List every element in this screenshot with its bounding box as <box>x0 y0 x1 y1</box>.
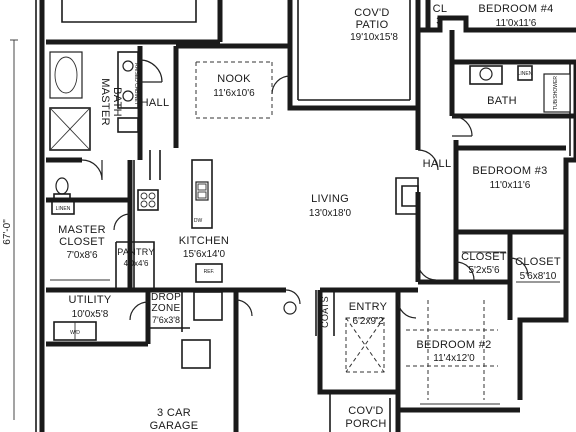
entry-name: ENTRY <box>349 301 388 313</box>
bathtub <box>543 73 571 113</box>
master-closet-name-1: MASTER <box>58 224 106 236</box>
drop-zone-dims: 7'6x3'8 <box>152 315 180 325</box>
garage-name-2: GARAGE <box>150 420 199 432</box>
shower <box>49 107 91 151</box>
fixtures <box>10 39 571 420</box>
bedroom4-name: BEDROOM #4 <box>478 3 553 15</box>
washer-dryer-label: W/D <box>70 330 80 336</box>
bedroom3-dims: 11'0x11'6 <box>490 180 531 191</box>
kitchen-name: KITCHEN <box>179 235 229 247</box>
utility-name: UTILITY <box>68 294 111 306</box>
utility-dims: 10'0x5'8 <box>72 309 109 320</box>
toilet-icon <box>55 177 69 195</box>
exterior-walls <box>35 0 576 432</box>
bedroom2-name: BEDROOM #2 <box>416 339 491 351</box>
raised-cabinet-label: RAISED CABINET <box>133 63 139 105</box>
linen-label-2: LINEN <box>518 71 533 77</box>
refrigerator <box>195 263 223 283</box>
nook-name: NOOK <box>217 73 251 85</box>
porch-name-1: COV'D <box>348 405 383 417</box>
range <box>137 189 159 211</box>
overall-dimension: 67'-0" <box>2 219 13 245</box>
dw-label: DW <box>194 218 203 224</box>
fireplace <box>395 177 419 215</box>
bedroom3-name: BEDROOM #3 <box>472 165 547 177</box>
kitchen-island <box>191 159 213 229</box>
closet-a-dims: 5'2x5'6 <box>468 265 500 276</box>
sink-icon <box>122 60 134 72</box>
bedroom2-dims: 11'4x12'0 <box>433 353 475 364</box>
drop-zone-name-2: ZONE <box>152 303 181 314</box>
living-dims: 13'0x18'0 <box>309 208 352 219</box>
sink-icon <box>122 90 134 102</box>
interior-walls <box>46 30 576 432</box>
entry-dims: 6'2x9'2 <box>352 316 384 327</box>
living-name: LIVING <box>311 193 349 205</box>
garage-name-1: 3 CAR <box>157 407 191 419</box>
room-labels: COV'D PATIO 19'10x15'8 CL 3' BEDROOM #4 … <box>2 3 561 432</box>
coats-name: COATS <box>320 296 330 328</box>
closet-a-name: CLOSET <box>461 251 507 263</box>
closet-b-name: CLOSET <box>515 256 561 268</box>
sink-icon <box>195 181 209 201</box>
closet-top-name: CL <box>433 3 448 15</box>
pantry-dims: 4'0x4'6 <box>124 259 149 268</box>
tub-shower-label: TUB/SHOWER <box>553 76 559 110</box>
doors <box>81 59 529 321</box>
master-closet-dims: 7'0x8'6 <box>66 250 98 261</box>
master-bath-name-1: MASTER <box>99 78 111 126</box>
hall-right-name: HALL <box>423 158 452 170</box>
toilet-icon <box>283 301 297 315</box>
fixture-labels: LINEN LINEN RAISED CABINET REF. DW TUB/S… <box>56 63 559 336</box>
patio-name-2: PATIO <box>356 19 389 31</box>
nook-dims: 11'6x10'6 <box>213 88 255 99</box>
bath-name: BATH <box>487 95 517 107</box>
closet-top-dims: 3' <box>436 16 444 27</box>
bedroom4-dims: 11'0x11'6 <box>496 18 537 29</box>
hall-left-name: HALL <box>141 97 170 109</box>
patio-dims: 19'10x15'8 <box>350 32 398 43</box>
drop-zone-name-1: DROP <box>151 292 181 303</box>
closet-b-dims: 5'6x8'10 <box>520 271 557 282</box>
ref-label: REF. <box>204 269 215 275</box>
patio-name-1: COV'D <box>354 7 389 19</box>
master-closet-name-2: CLOSET <box>59 236 105 248</box>
pantry-name: PANTRY <box>117 247 154 257</box>
porch-name-2: PORCH <box>345 418 386 430</box>
sink-icon <box>479 67 493 81</box>
kitchen-dims: 15'6x14'0 <box>183 249 226 260</box>
master-bath-name-2: BATH <box>111 87 123 117</box>
linen-label-1: LINEN <box>56 206 71 212</box>
